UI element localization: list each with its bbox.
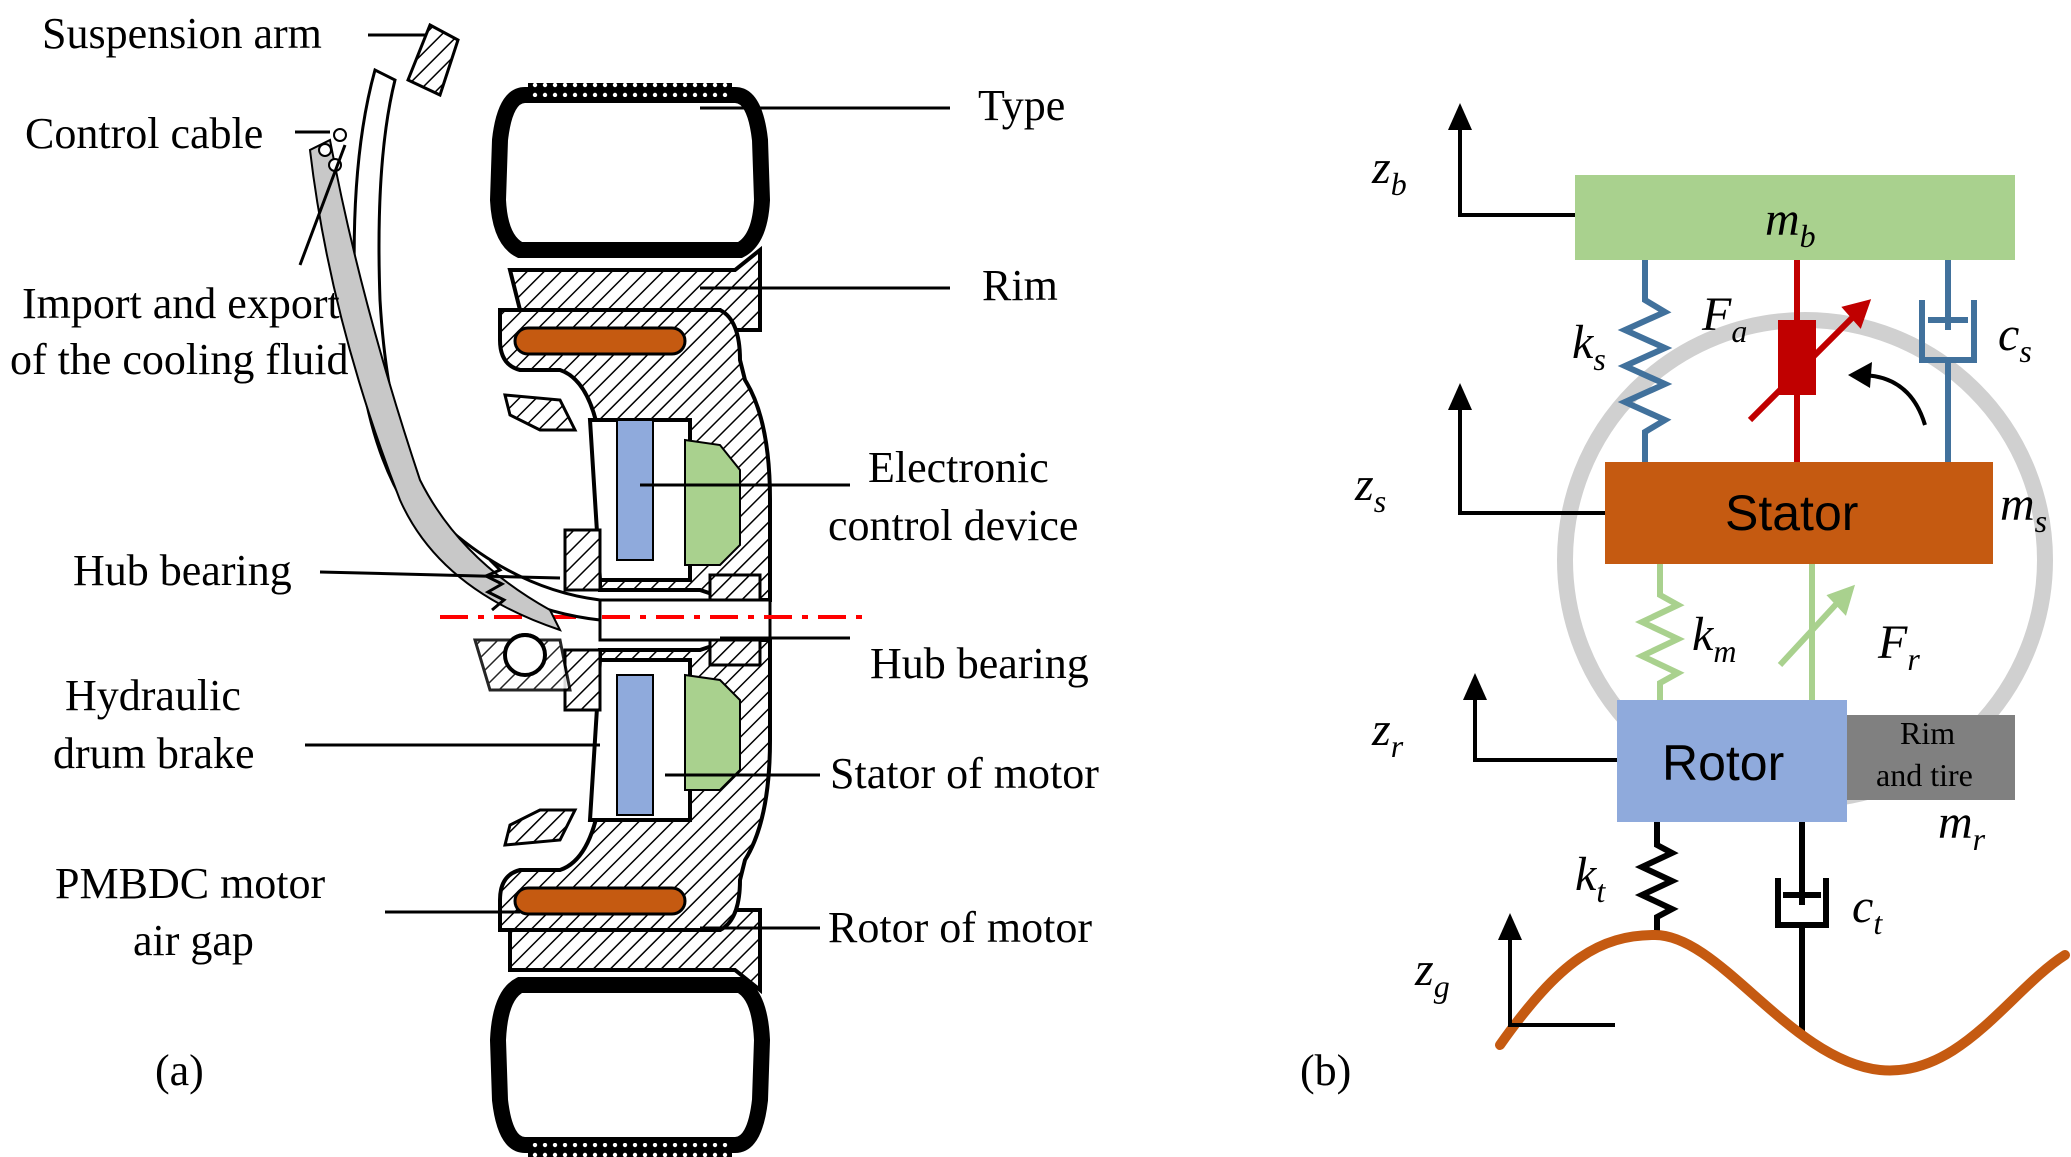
label-hydraulic-line2: drum brake xyxy=(53,729,255,778)
stator-block xyxy=(1605,462,1993,564)
symbol-cs: cs xyxy=(1998,308,2032,369)
stator-block-bottom xyxy=(616,674,654,816)
label-pmbdc-line1: PMBDC motor xyxy=(55,859,326,908)
actuator-fa xyxy=(1747,260,1872,462)
label-suspension-arm: Suspension arm xyxy=(42,9,322,58)
rim-tire-block xyxy=(1847,715,2015,800)
label-control-cable: Control cable xyxy=(25,109,263,158)
label-mb: mb xyxy=(1765,193,1816,254)
symbol-fa: Fa xyxy=(1701,288,1747,349)
road-profile xyxy=(1495,929,2070,1076)
tyre-bottom xyxy=(489,977,771,1153)
leader-lines xyxy=(295,33,950,930)
panel-a-drawing xyxy=(295,22,950,1157)
symbol-mr: mr xyxy=(1938,796,1986,857)
label-rim-tire-line2: and tire xyxy=(1876,757,1973,793)
axle xyxy=(598,598,772,642)
caption-a: (a) xyxy=(155,1046,204,1095)
coord-arrows xyxy=(1458,120,1617,1027)
label-pmbdc-line2: air gap xyxy=(133,916,254,965)
symbol-ms: ms xyxy=(2000,478,2047,539)
symbol-km: km xyxy=(1692,608,1736,669)
spring-kt xyxy=(1634,822,1680,935)
symbol-zg: zg xyxy=(1414,943,1450,1004)
spring-ks xyxy=(1617,260,1673,462)
label-cooling-line2: of the cooling fluid xyxy=(10,335,349,384)
ecd-block-bottom xyxy=(684,673,741,791)
caption-b: (b) xyxy=(1300,1046,1351,1095)
rotor-coil-top xyxy=(513,326,687,356)
cooling-cable xyxy=(308,138,562,632)
label-type: Type xyxy=(978,81,1065,130)
label-rotor-block: Rotor xyxy=(1662,735,1784,791)
label-rotor-of-motor: Rotor of motor xyxy=(828,903,1092,952)
tyre-top xyxy=(489,87,771,258)
label-hub-bearing-left: Hub bearing xyxy=(73,546,292,595)
label-rim: Rim xyxy=(982,261,1058,310)
label-ecd-line1: Electronic xyxy=(868,443,1049,492)
label-stator-of-motor: Stator of motor xyxy=(830,749,1099,798)
damper-ct xyxy=(1775,822,1829,1035)
panel-b-drawing xyxy=(1448,103,2070,1076)
damper-cs xyxy=(1919,260,1977,462)
label-hub-bearing-right: Hub bearing xyxy=(870,639,1089,688)
symbol-zr: zr xyxy=(1371,703,1404,764)
ecd-block-top xyxy=(684,438,741,566)
symbol-ks: ks xyxy=(1572,316,1606,377)
stator-block-top xyxy=(616,419,654,561)
symbol-fr: Fr xyxy=(1877,616,1920,677)
body-mass-block xyxy=(1575,175,2015,260)
symbol-zb: zb xyxy=(1371,141,1407,202)
rotor-block xyxy=(1617,700,1847,822)
label-hydraulic-line1: Hydraulic xyxy=(65,671,241,720)
symbol-zs: zs xyxy=(1354,458,1386,519)
symbol-ct: ct xyxy=(1852,880,1883,941)
label-stator-block: Stator xyxy=(1725,485,1858,541)
spring-km xyxy=(1634,564,1686,700)
label-rim-tire-line1: Rim xyxy=(1900,715,1955,751)
label-ecd-line2: control device xyxy=(828,501,1078,550)
symbol-kt: kt xyxy=(1575,848,1606,909)
label-cooling-line1: Import and export xyxy=(22,279,340,328)
rotor-coil-bottom xyxy=(513,886,687,916)
